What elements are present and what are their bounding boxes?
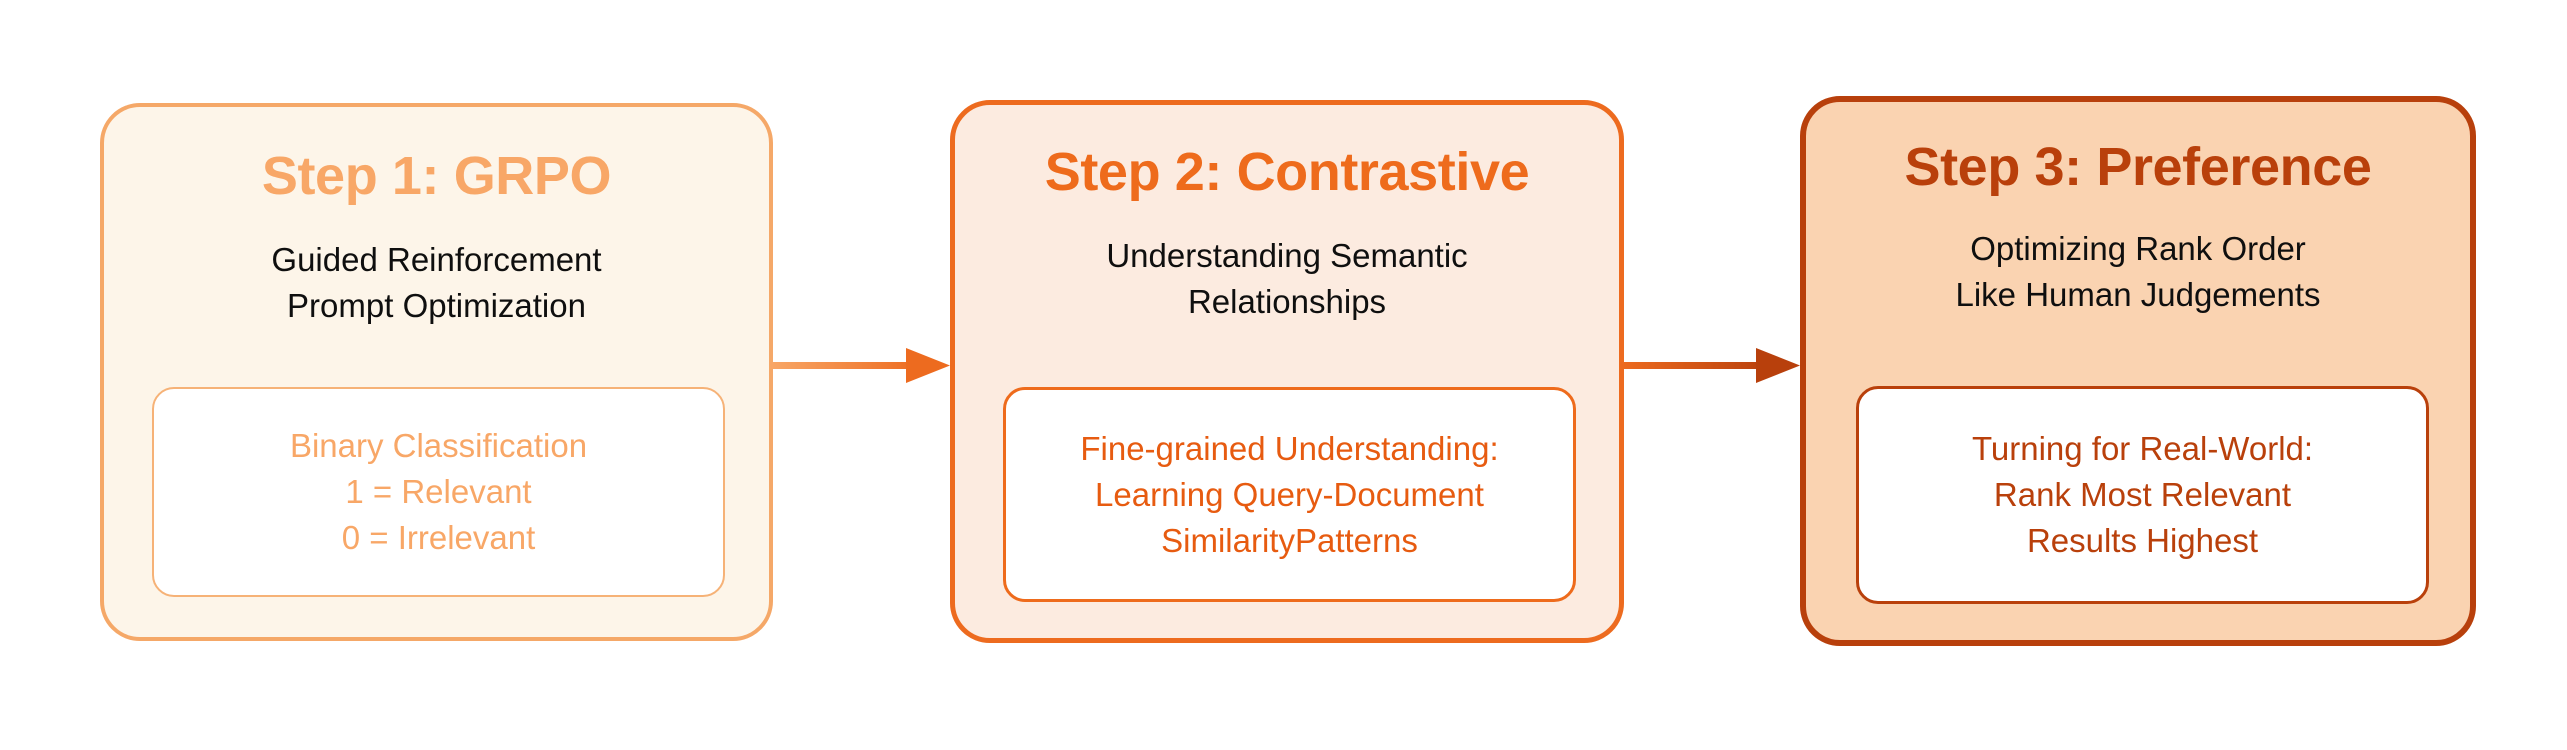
step-2-detail-box: Fine-grained Understanding: Learning Que… — [1003, 387, 1576, 602]
step-3-title: Step 3: Preference — [1904, 137, 2372, 197]
arrow-right-icon — [1620, 348, 1800, 383]
arrow-step2-step3 — [1620, 336, 1804, 396]
step-2-detail-text: Fine-grained Understanding: Learning Que… — [1080, 429, 1499, 559]
step-2-title: Step 2: Contrastive — [1044, 142, 1530, 202]
step-1-detail-text: Binary Classification 1 = Relevant 0 = I… — [289, 427, 588, 556]
step-card-1[interactable]: Step 1: GRPO Guided Reinforcement Prompt… — [100, 103, 773, 641]
step-1-detail-box: Binary Classification 1 = Relevant 0 = I… — [152, 387, 725, 597]
step-3-detail-box: Turning for Real-World: Rank Most Releva… — [1856, 386, 2429, 604]
step-3-subtitle: Optimizing Rank Order Like Human Judgeme… — [1955, 230, 2321, 313]
step-3-detail-text: Turning for Real-World: Rank Most Releva… — [1971, 430, 2314, 559]
step-card-2[interactable]: Step 2: Contrastive Understanding Semant… — [950, 100, 1624, 643]
arrow-right-icon — [770, 348, 950, 383]
arrow-step1-step2 — [770, 336, 954, 396]
step-1-title: Step 1: GRPO — [261, 146, 612, 206]
step-1-subtitle: Guided Reinforcement Prompt Optimization — [271, 241, 602, 324]
step-2-subtitle: Understanding Semantic Relationships — [1106, 237, 1468, 320]
step-card-3[interactable]: Step 3: Preference Optimizing Rank Order… — [1800, 96, 2476, 646]
